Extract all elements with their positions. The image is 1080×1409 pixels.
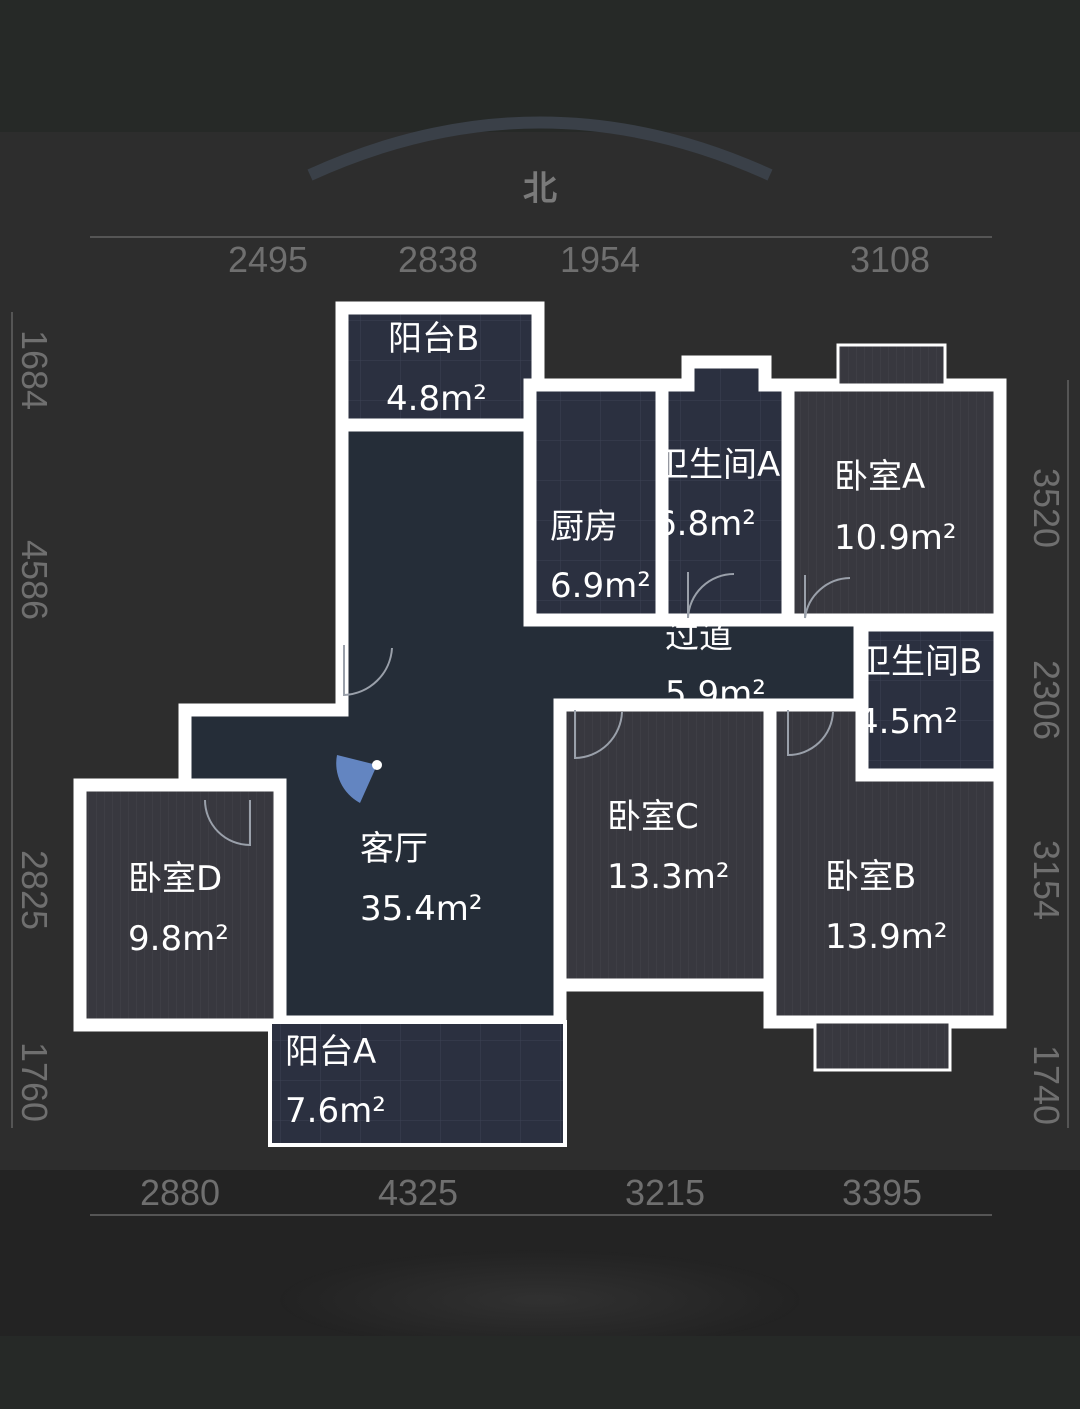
room-area: 6.9m² xyxy=(550,566,651,606)
dim-bottom-4: 3395 xyxy=(842,1172,922,1213)
dim-top-4: 3108 xyxy=(850,239,930,280)
dim-bottom-1: 2880 xyxy=(140,1172,220,1213)
dim-top-1: 2495 xyxy=(228,239,308,280)
room-name: 阳台B xyxy=(388,319,479,359)
dim-top-2: 2838 xyxy=(398,239,478,280)
room-name: 过道 xyxy=(665,617,733,657)
dim-left-1: 1684 xyxy=(14,330,55,410)
dim-left-2: 4586 xyxy=(14,540,55,620)
room-bathroom-a[interactable] xyxy=(655,355,795,627)
room-bedroom-a[interactable] xyxy=(781,378,1007,627)
room-name: 卧室C xyxy=(607,797,699,837)
dim-right-3: 3154 xyxy=(1026,840,1067,920)
room-area: 4.8m² xyxy=(386,379,487,419)
north-label: 北 xyxy=(523,169,557,209)
bottom-strip xyxy=(0,1336,1080,1409)
room-name: 卧室B xyxy=(825,857,916,897)
room-balcony-b[interactable] xyxy=(335,301,545,432)
top-band xyxy=(0,0,1080,132)
room-area: 5.9m² xyxy=(665,674,766,714)
bay-window-a xyxy=(836,343,947,387)
doors xyxy=(204,572,851,847)
dim-left-3: 2825 xyxy=(14,850,55,930)
dim-bottom-3: 3215 xyxy=(625,1172,705,1213)
floor-shadow xyxy=(280,1250,800,1350)
room-area: 7.6m² xyxy=(285,1091,386,1131)
room-area: 13.9m² xyxy=(825,917,947,957)
room-name: 厨房 xyxy=(550,507,618,547)
dim-left-4: 1760 xyxy=(14,1042,55,1122)
camera-position-icon[interactable] xyxy=(372,760,382,770)
dim-right-2: 2306 xyxy=(1026,660,1067,740)
dimension-lines xyxy=(11,236,1069,1216)
dim-top-3: 1954 xyxy=(560,239,640,280)
room-balcony-a[interactable] xyxy=(268,1020,567,1147)
room-name: 卧室D xyxy=(128,859,222,899)
room-bedroom-d[interactable] xyxy=(73,778,287,1032)
room-name: 卧室A xyxy=(834,457,925,497)
room-name: 阳台A xyxy=(285,1032,376,1072)
room-area: 6.8m² xyxy=(655,504,756,544)
room-area: 35.4m² xyxy=(360,889,482,929)
room-area: 13.3m² xyxy=(607,857,729,897)
room-kitchen[interactable] xyxy=(523,378,669,627)
dim-right-4: 1740 xyxy=(1026,1045,1067,1125)
room-bedroom-c[interactable] xyxy=(553,698,777,992)
compass-arc xyxy=(307,116,773,181)
bay-window-b xyxy=(813,1020,952,1072)
camera-view-icon[interactable] xyxy=(336,755,377,803)
dim-bottom-2: 4325 xyxy=(378,1172,458,1213)
room-area: 10.9m² xyxy=(834,518,956,558)
room-area: 4.5m² xyxy=(857,702,958,742)
dim-right-1: 3520 xyxy=(1026,468,1067,548)
room-area: 9.8m² xyxy=(128,919,229,959)
room-name: 客厅 xyxy=(360,829,428,869)
room-name: 卫生间B xyxy=(857,642,982,682)
room-bedroom-b[interactable] xyxy=(763,698,1007,1029)
room-name: 卫生间A xyxy=(655,445,780,485)
